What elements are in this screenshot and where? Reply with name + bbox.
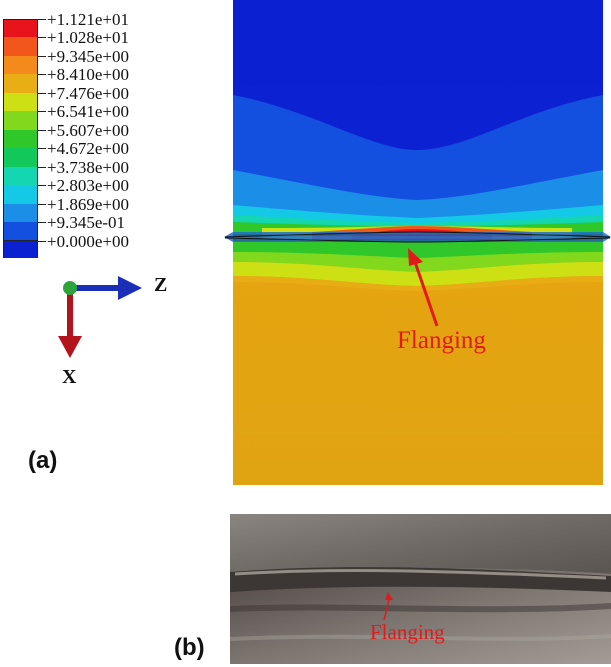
upper-plate	[230, 514, 611, 576]
specimen-photo-panel: Flanging	[230, 514, 611, 664]
contour-band	[233, 276, 603, 291]
legend-swatch	[3, 185, 38, 204]
color-legend: +1.121e+01+1.028e+01+9.345e+00+8.410e+00…	[3, 11, 183, 258]
x-axis-arrowhead	[58, 336, 82, 358]
surface-ridge	[230, 603, 611, 613]
legend-swatch	[3, 55, 38, 74]
flanging-annotation-photo: Flanging	[370, 620, 445, 644]
legend-tick	[38, 185, 46, 186]
legend-swatch	[3, 74, 38, 93]
flanging-annotation-sim: Flanging	[397, 327, 486, 354]
simulation-contour-panel: Flanging	[222, 0, 611, 485]
legend-label: +7.476e+00	[47, 83, 129, 103]
contour-plot	[224, 0, 611, 485]
legend-tick	[38, 111, 46, 112]
legend-tick	[38, 166, 46, 168]
axis-triad: Z X	[50, 270, 190, 390]
legend-tick	[38, 148, 46, 149]
weld-bead-highlight	[234, 569, 607, 580]
lower-plate	[230, 568, 611, 664]
legend-label: +1.121e+01	[47, 9, 129, 29]
z-axis-arrowhead	[118, 276, 142, 300]
legend-label: +4.672e+00	[47, 139, 129, 158]
x-axis-label: X	[62, 366, 77, 388]
legend-tick	[38, 222, 46, 223]
flanging-arrow	[413, 261, 439, 327]
surface-highlight	[230, 634, 611, 641]
origin-marker	[63, 281, 77, 295]
legend-label: +3.738e+00	[47, 157, 129, 177]
legend-swatch	[3, 37, 38, 56]
legend-tick	[38, 74, 46, 75]
contour-band	[233, 240, 603, 258]
legend-swatch	[3, 203, 38, 222]
legend-tick	[38, 55, 46, 57]
legend-tick	[38, 240, 46, 242]
legend-swatch	[3, 148, 38, 167]
legend-tick	[38, 92, 46, 94]
legend-swatch	[3, 92, 38, 111]
flanging-arrowhead	[408, 248, 423, 266]
legend-label: +9.345e-01	[47, 213, 126, 232]
z-axis-label: Z	[154, 274, 168, 296]
legend-label: +2.803e+00	[47, 176, 129, 195]
panel-label-a: (a)	[28, 447, 58, 474]
legend-label: +0.000e+00	[47, 231, 129, 251]
legend-label: +6.541e+00	[47, 102, 129, 121]
legend-swatch	[3, 240, 38, 258]
specimen-photo	[230, 514, 611, 664]
legend-label: +9.345e+00	[47, 46, 129, 66]
legend-swatch	[3, 166, 38, 185]
panel-label-b: (b)	[174, 634, 205, 661]
legend-tick	[38, 129, 46, 131]
legend-label: +8.410e+00	[47, 65, 129, 84]
legend-tick	[38, 203, 46, 205]
photo-flanging-pointer-head	[385, 592, 393, 600]
legend-tick	[38, 18, 46, 20]
axis-triad-graphic	[58, 276, 142, 358]
legend-tick	[38, 37, 46, 38]
flange-edge	[224, 232, 611, 242]
legend-label: +5.607e+00	[47, 120, 129, 140]
legend-label: +1.028e+01	[47, 28, 129, 47]
seam-line	[224, 231, 611, 238]
legend-swatch	[3, 129, 38, 148]
legend-swatch	[3, 222, 38, 241]
legend-swatch	[3, 111, 38, 130]
legend-swatch	[3, 18, 38, 37]
legend-label: +1.869e+00	[47, 194, 129, 214]
